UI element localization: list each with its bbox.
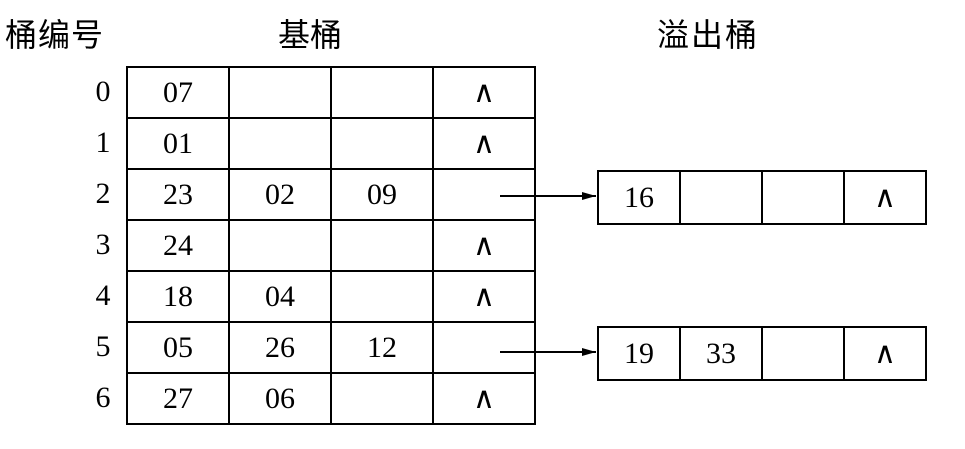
base-cell: 05 bbox=[126, 321, 230, 374]
bucket-index-5: 5 bbox=[95, 330, 111, 363]
overflow-cell: 19 bbox=[597, 326, 681, 381]
null-pointer-cell: ∧ bbox=[432, 372, 536, 425]
base-cell: 12 bbox=[330, 321, 434, 374]
null-pointer-cell: ∧ bbox=[432, 270, 536, 323]
base-cell: 24 bbox=[126, 219, 230, 272]
base-row-5: 05 26 12 bbox=[126, 321, 536, 374]
base-row-6: 27 06 ∧ bbox=[126, 372, 536, 425]
base-cell: 01 bbox=[126, 117, 230, 170]
overflow-cell bbox=[761, 326, 845, 381]
null-pointer-cell: ∧ bbox=[843, 170, 927, 225]
base-cell: 26 bbox=[228, 321, 332, 374]
base-cell: 27 bbox=[126, 372, 230, 425]
base-bucket-header: 基桶 bbox=[278, 16, 343, 54]
pointer-cell bbox=[432, 321, 536, 374]
null-pointer-cell: ∧ bbox=[432, 117, 536, 170]
base-cell: 06 bbox=[228, 372, 332, 425]
bucket-index-1: 1 bbox=[95, 126, 111, 159]
base-cell bbox=[330, 270, 434, 323]
bucket-number-header: 桶编号 bbox=[5, 16, 105, 54]
null-pointer-cell: ∧ bbox=[843, 326, 927, 381]
base-cell: 18 bbox=[126, 270, 230, 323]
base-row-3: 24 ∧ bbox=[126, 219, 536, 272]
overflow-bucket-2: 19 33 ∧ bbox=[597, 326, 927, 381]
base-cell bbox=[330, 66, 434, 119]
bucket-index-3: 3 bbox=[95, 228, 111, 261]
base-cell: 07 bbox=[126, 66, 230, 119]
bucket-index-4: 4 bbox=[95, 279, 111, 312]
bucket-index-6: 6 bbox=[95, 381, 111, 414]
base-cell bbox=[330, 219, 434, 272]
base-bucket-table: 07 ∧ 01 ∧ 23 02 09 24 ∧ 18 04 ∧ 05 26 12… bbox=[126, 66, 536, 425]
base-cell bbox=[330, 117, 434, 170]
base-row-2: 23 02 09 bbox=[126, 168, 536, 221]
bucket-index-0: 0 bbox=[95, 75, 111, 108]
base-cell bbox=[228, 219, 332, 272]
base-cell: 23 bbox=[126, 168, 230, 221]
base-cell bbox=[228, 66, 332, 119]
overflow-cell bbox=[679, 170, 763, 225]
overflow-cell: 33 bbox=[679, 326, 763, 381]
base-cell: 02 bbox=[228, 168, 332, 221]
null-pointer-cell: ∧ bbox=[432, 219, 536, 272]
base-row-1: 01 ∧ bbox=[126, 117, 536, 170]
base-row-0: 07 ∧ bbox=[126, 66, 536, 119]
base-cell bbox=[228, 117, 332, 170]
null-pointer-cell: ∧ bbox=[432, 66, 536, 119]
base-cell bbox=[330, 372, 434, 425]
base-cell: 09 bbox=[330, 168, 434, 221]
overflow-bucket-header: 溢出桶 bbox=[657, 16, 760, 54]
bucket-index-2: 2 bbox=[95, 177, 111, 210]
pointer-cell bbox=[432, 168, 536, 221]
base-row-4: 18 04 ∧ bbox=[126, 270, 536, 323]
overflow-bucket-1: 16 ∧ bbox=[597, 170, 927, 225]
overflow-cell: 16 bbox=[597, 170, 681, 225]
overflow-cell bbox=[761, 170, 845, 225]
base-cell: 04 bbox=[228, 270, 332, 323]
